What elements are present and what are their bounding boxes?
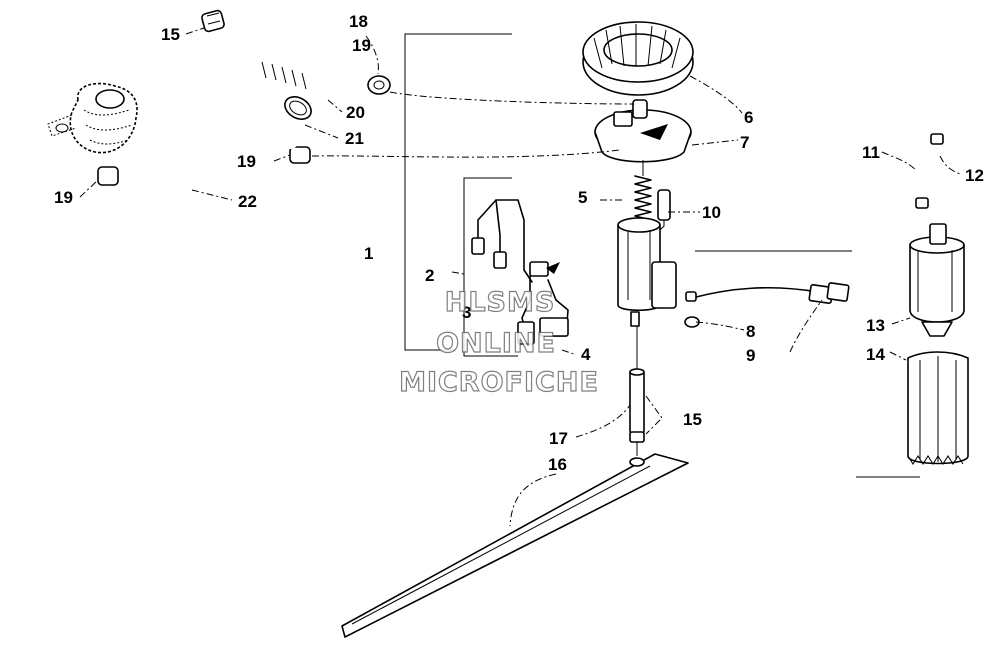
callout-6: 6 [744,108,753,127]
hose-11 [915,140,944,194]
callout-4: 4 [581,345,591,364]
fuel-filter [47,82,138,154]
clamp-12 [915,133,944,209]
callout-8: 8 [746,322,755,341]
fuel-level-sender-3 [517,261,569,345]
callout-10: 10 [702,203,721,222]
clamp-15-lower [629,431,645,456]
callout-21: 21 [345,129,364,148]
wiring-harness-2 [471,199,533,283]
wire-harness-9 [685,282,850,304]
sender-connector-4 [539,317,569,337]
fuel-hose-18 [218,23,366,81]
callout-5: 5 [578,188,587,207]
clamp-15-top [201,9,225,33]
callout-19-left: 19 [54,188,73,207]
clamp-19-left [97,166,119,186]
callout-17: 17 [549,429,568,448]
callout-16: 16 [548,455,567,474]
fuel-hose-20 [240,56,338,96]
clamp-19-hose-end [367,75,391,95]
callout-11: 11 [862,143,880,162]
callout-18: 18 [349,12,368,31]
watermark-line-3: MICROFICHE [399,367,599,398]
callout-14: 14 [866,345,885,364]
pickup-tube-17 [629,326,645,435]
callout-13: 13 [866,316,885,335]
watermark-line-1: HLSMS [445,287,556,318]
callout-15-lower: 15 [683,410,702,429]
callout-19-middle: 19 [237,152,256,171]
filter-pad-16 [341,453,689,638]
fuel-hose-22 [100,110,299,260]
callout-19-top: 19 [352,36,371,55]
callout-22: 22 [238,192,257,211]
spring-5 [634,160,652,225]
fuel-pump-13 [909,223,965,337]
callout-numbers: 1 2 3 4 5 6 7 8 9 10 11 12 13 14 15 15 1… [54,12,984,474]
pump-housing-10 [617,189,677,327]
callout-1: 1 [364,244,373,263]
callout-20: 20 [346,103,365,122]
callout-2: 2 [425,266,434,285]
callout-3: 3 [462,303,471,322]
fuel-pump-lock-ring-6 [582,21,694,96]
clamp-21 [284,96,312,120]
watermark: HLSMS ONLINE MICROFICHE [398,286,599,398]
callout-15-top: 15 [161,25,180,44]
assembly-bracket-pump [695,250,920,478]
assembly-bracket-2 [463,177,518,357]
leader-lines [79,27,961,527]
assembly-bracket-1 [404,33,512,351]
pump-module-flange-7 [594,99,692,163]
clamp-19-middle [289,146,311,164]
callout-7: 7 [740,133,749,152]
callout-12: 12 [965,166,984,185]
pump-sleeve-14 [907,351,969,465]
watermark-line-2: ONLINE [436,328,556,359]
callout-9: 9 [746,346,755,365]
